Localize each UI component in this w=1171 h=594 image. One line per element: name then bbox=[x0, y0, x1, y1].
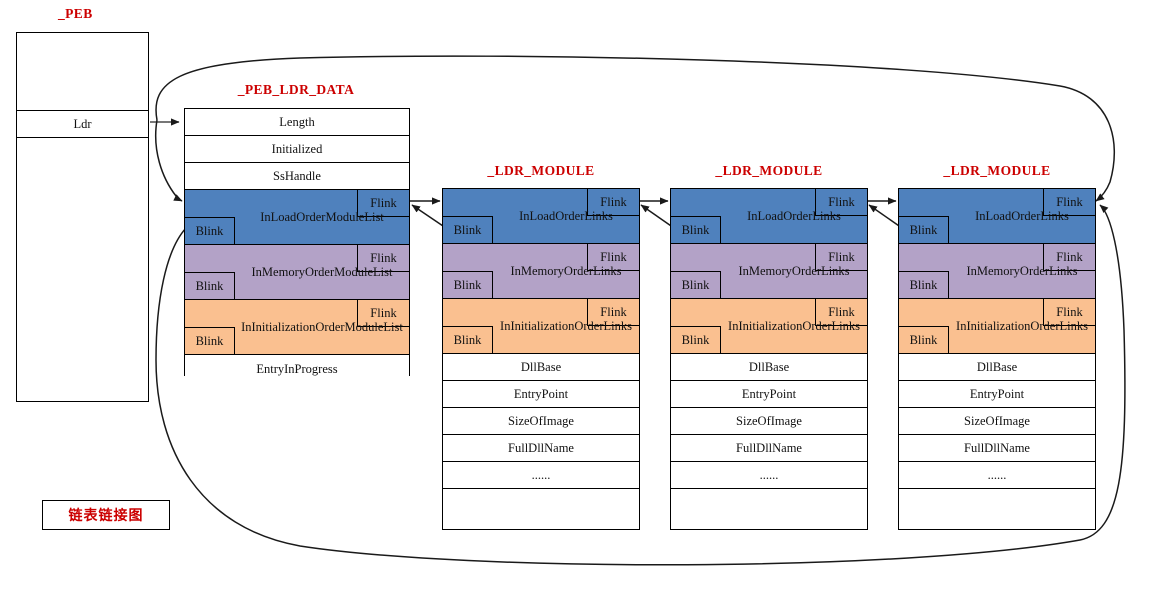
m3-row-sizeofimage: SizeOfImage bbox=[899, 408, 1095, 435]
ldr-module-3-title: _LDR_MODULE bbox=[943, 163, 1051, 178]
ldr-module-1-box: Flink Blink InLoadOrderLinks Flink Blink… bbox=[442, 188, 640, 530]
m3-inloadorder-label: InLoadOrderLinks bbox=[975, 208, 1069, 223]
m3-inmemoryorder-blink: Blink bbox=[899, 271, 949, 299]
m1-inloadorderlinks: Flink Blink InLoadOrderLinks bbox=[443, 189, 639, 244]
ldr-module-1-title: _LDR_MODULE bbox=[487, 163, 595, 178]
m1-row-dllbase: DllBase bbox=[443, 354, 639, 381]
m3-inloadorder-flink: Flink bbox=[1043, 189, 1095, 216]
m1-inmemoryorder-label: InMemoryOrderLinks bbox=[510, 263, 622, 278]
ldrdata-inloadorder-label: InLoadOrderModuleList bbox=[260, 209, 384, 224]
ldrdata-inmemoryorder-blink: Blink bbox=[185, 272, 235, 300]
m1-inmemoryorderlinks: Flink Blink InMemoryOrderLinks bbox=[443, 244, 639, 299]
m2-inmemoryorder-blink: Blink bbox=[671, 271, 721, 299]
ldrdata-ininitorder-label: InInitializationOrderModuleList bbox=[241, 319, 403, 334]
m2-ininitorder-label: InInitializationOrderLinks bbox=[728, 318, 860, 333]
m1-ininitorder-blink: Blink bbox=[443, 326, 493, 354]
m2-inmemoryorder-label: InMemoryOrderLinks bbox=[738, 263, 850, 278]
m1-inmemoryorder-flink: Flink bbox=[587, 244, 639, 271]
diagram-caption: 链表链接图 bbox=[42, 500, 170, 530]
ldr-module-2-title: _LDR_MODULE bbox=[715, 163, 823, 178]
m1-ininitializationorderlinks: Flink Blink InInitializationOrderLinks bbox=[443, 299, 639, 354]
ldrdata-inmemoryorder-flink: Flink bbox=[357, 245, 409, 272]
ldrdata-row-entryinprogress: EntryInProgress bbox=[185, 355, 409, 384]
m2-inloadorderlinks: Flink Blink InLoadOrderLinks bbox=[671, 189, 867, 244]
m2-row-fulldllname: FullDllName bbox=[671, 435, 867, 462]
m3-row-entrypoint: EntryPoint bbox=[899, 381, 1095, 408]
ldrdata-row-length: Length bbox=[185, 109, 409, 136]
m2-ininitorder-blink: Blink bbox=[671, 326, 721, 354]
m3-row-blank bbox=[899, 489, 1095, 528]
m1-row-sizeofimage: SizeOfImage bbox=[443, 408, 639, 435]
ldrdata-ininitorder-blink: Blink bbox=[185, 327, 235, 355]
ldrdata-inloadordermodulelist: Flink Blink InLoadOrderModuleList bbox=[185, 190, 409, 245]
m3-ininitializationorderlinks: Flink Blink InInitializationOrderLinks bbox=[899, 299, 1095, 354]
peb-row-ldr: Ldr bbox=[17, 111, 148, 138]
m2-inloadorder-flink: Flink bbox=[815, 189, 867, 216]
peb-ldr-data-title: _PEB_LDR_DATA bbox=[237, 82, 355, 97]
m3-row-fulldllname: FullDllName bbox=[899, 435, 1095, 462]
m2-inloadorder-blink: Blink bbox=[671, 216, 721, 244]
m3-inmemoryorder-flink: Flink bbox=[1043, 244, 1095, 271]
m2-ininitorder-flink: Flink bbox=[815, 299, 867, 326]
m1-row-blank bbox=[443, 489, 639, 528]
ldr-module-3-box: Flink Blink InLoadOrderLinks Flink Blink… bbox=[898, 188, 1096, 530]
ldrdata-inloadorder-blink: Blink bbox=[185, 217, 235, 245]
m2-row-blank bbox=[671, 489, 867, 528]
peb-title: _PEB bbox=[58, 6, 93, 21]
m2-row-ellipsis: ...... bbox=[671, 462, 867, 489]
ldrdata-row-sshandle: SsHandle bbox=[185, 163, 409, 190]
edge-blink-m1-to-ldrdata bbox=[411, 204, 447, 229]
m3-inmemoryorderlinks: Flink Blink InMemoryOrderLinks bbox=[899, 244, 1095, 299]
ldrdata-inmemoryordermodulelist: Flink Blink InMemoryOrderModuleList bbox=[185, 245, 409, 300]
m3-row-dllbase: DllBase bbox=[899, 354, 1095, 381]
m1-ininitorder-flink: Flink bbox=[587, 299, 639, 326]
m1-inloadorder-label: InLoadOrderLinks bbox=[519, 208, 613, 223]
ldr-module-2-box: Flink Blink InLoadOrderLinks Flink Blink… bbox=[670, 188, 868, 530]
m3-ininitorder-label: InInitializationOrderLinks bbox=[956, 318, 1088, 333]
m2-inmemoryorder-flink: Flink bbox=[815, 244, 867, 271]
m2-row-entrypoint: EntryPoint bbox=[671, 381, 867, 408]
m2-row-dllbase: DllBase bbox=[671, 354, 867, 381]
m2-inmemoryorderlinks: Flink Blink InMemoryOrderLinks bbox=[671, 244, 867, 299]
peb-box: Ldr bbox=[16, 32, 149, 402]
m1-inmemoryorder-blink: Blink bbox=[443, 271, 493, 299]
m2-ininitializationorderlinks: Flink Blink InInitializationOrderLinks bbox=[671, 299, 867, 354]
m1-row-ellipsis: ...... bbox=[443, 462, 639, 489]
peb-row-blank-bottom bbox=[17, 138, 148, 401]
ldrdata-inmemoryorder-label: InMemoryOrderModuleList bbox=[251, 264, 393, 279]
ldrdata-row-initialized: Initialized bbox=[185, 136, 409, 163]
m3-ininitorder-flink: Flink bbox=[1043, 299, 1095, 326]
m3-row-ellipsis: ...... bbox=[899, 462, 1095, 489]
ldrdata-inloadorder-flink: Flink bbox=[357, 190, 409, 217]
peb-row-blank-top bbox=[17, 33, 148, 111]
m1-inloadorder-flink: Flink bbox=[587, 189, 639, 216]
ldrdata-ininitorder-flink: Flink bbox=[357, 300, 409, 327]
peb-ldr-data-box: Length Initialized SsHandle Flink Blink … bbox=[184, 108, 410, 384]
m1-inloadorder-blink: Blink bbox=[443, 216, 493, 244]
m3-inloadorderlinks: Flink Blink InLoadOrderLinks bbox=[899, 189, 1095, 244]
m3-inloadorder-blink: Blink bbox=[899, 216, 949, 244]
edge-top-into-loadorder bbox=[154, 119, 183, 202]
m1-ininitorder-label: InInitializationOrderLinks bbox=[500, 318, 632, 333]
m3-ininitorder-blink: Blink bbox=[899, 326, 949, 354]
m1-row-entrypoint: EntryPoint bbox=[443, 381, 639, 408]
m1-row-fulldllname: FullDllName bbox=[443, 435, 639, 462]
m2-inloadorder-label: InLoadOrderLinks bbox=[747, 208, 841, 223]
m2-row-sizeofimage: SizeOfImage bbox=[671, 408, 867, 435]
m3-inmemoryorder-label: InMemoryOrderLinks bbox=[966, 263, 1078, 278]
ldrdata-ininitializationordermodulelist: Flink Blink InInitializationOrderModuleL… bbox=[185, 300, 409, 355]
